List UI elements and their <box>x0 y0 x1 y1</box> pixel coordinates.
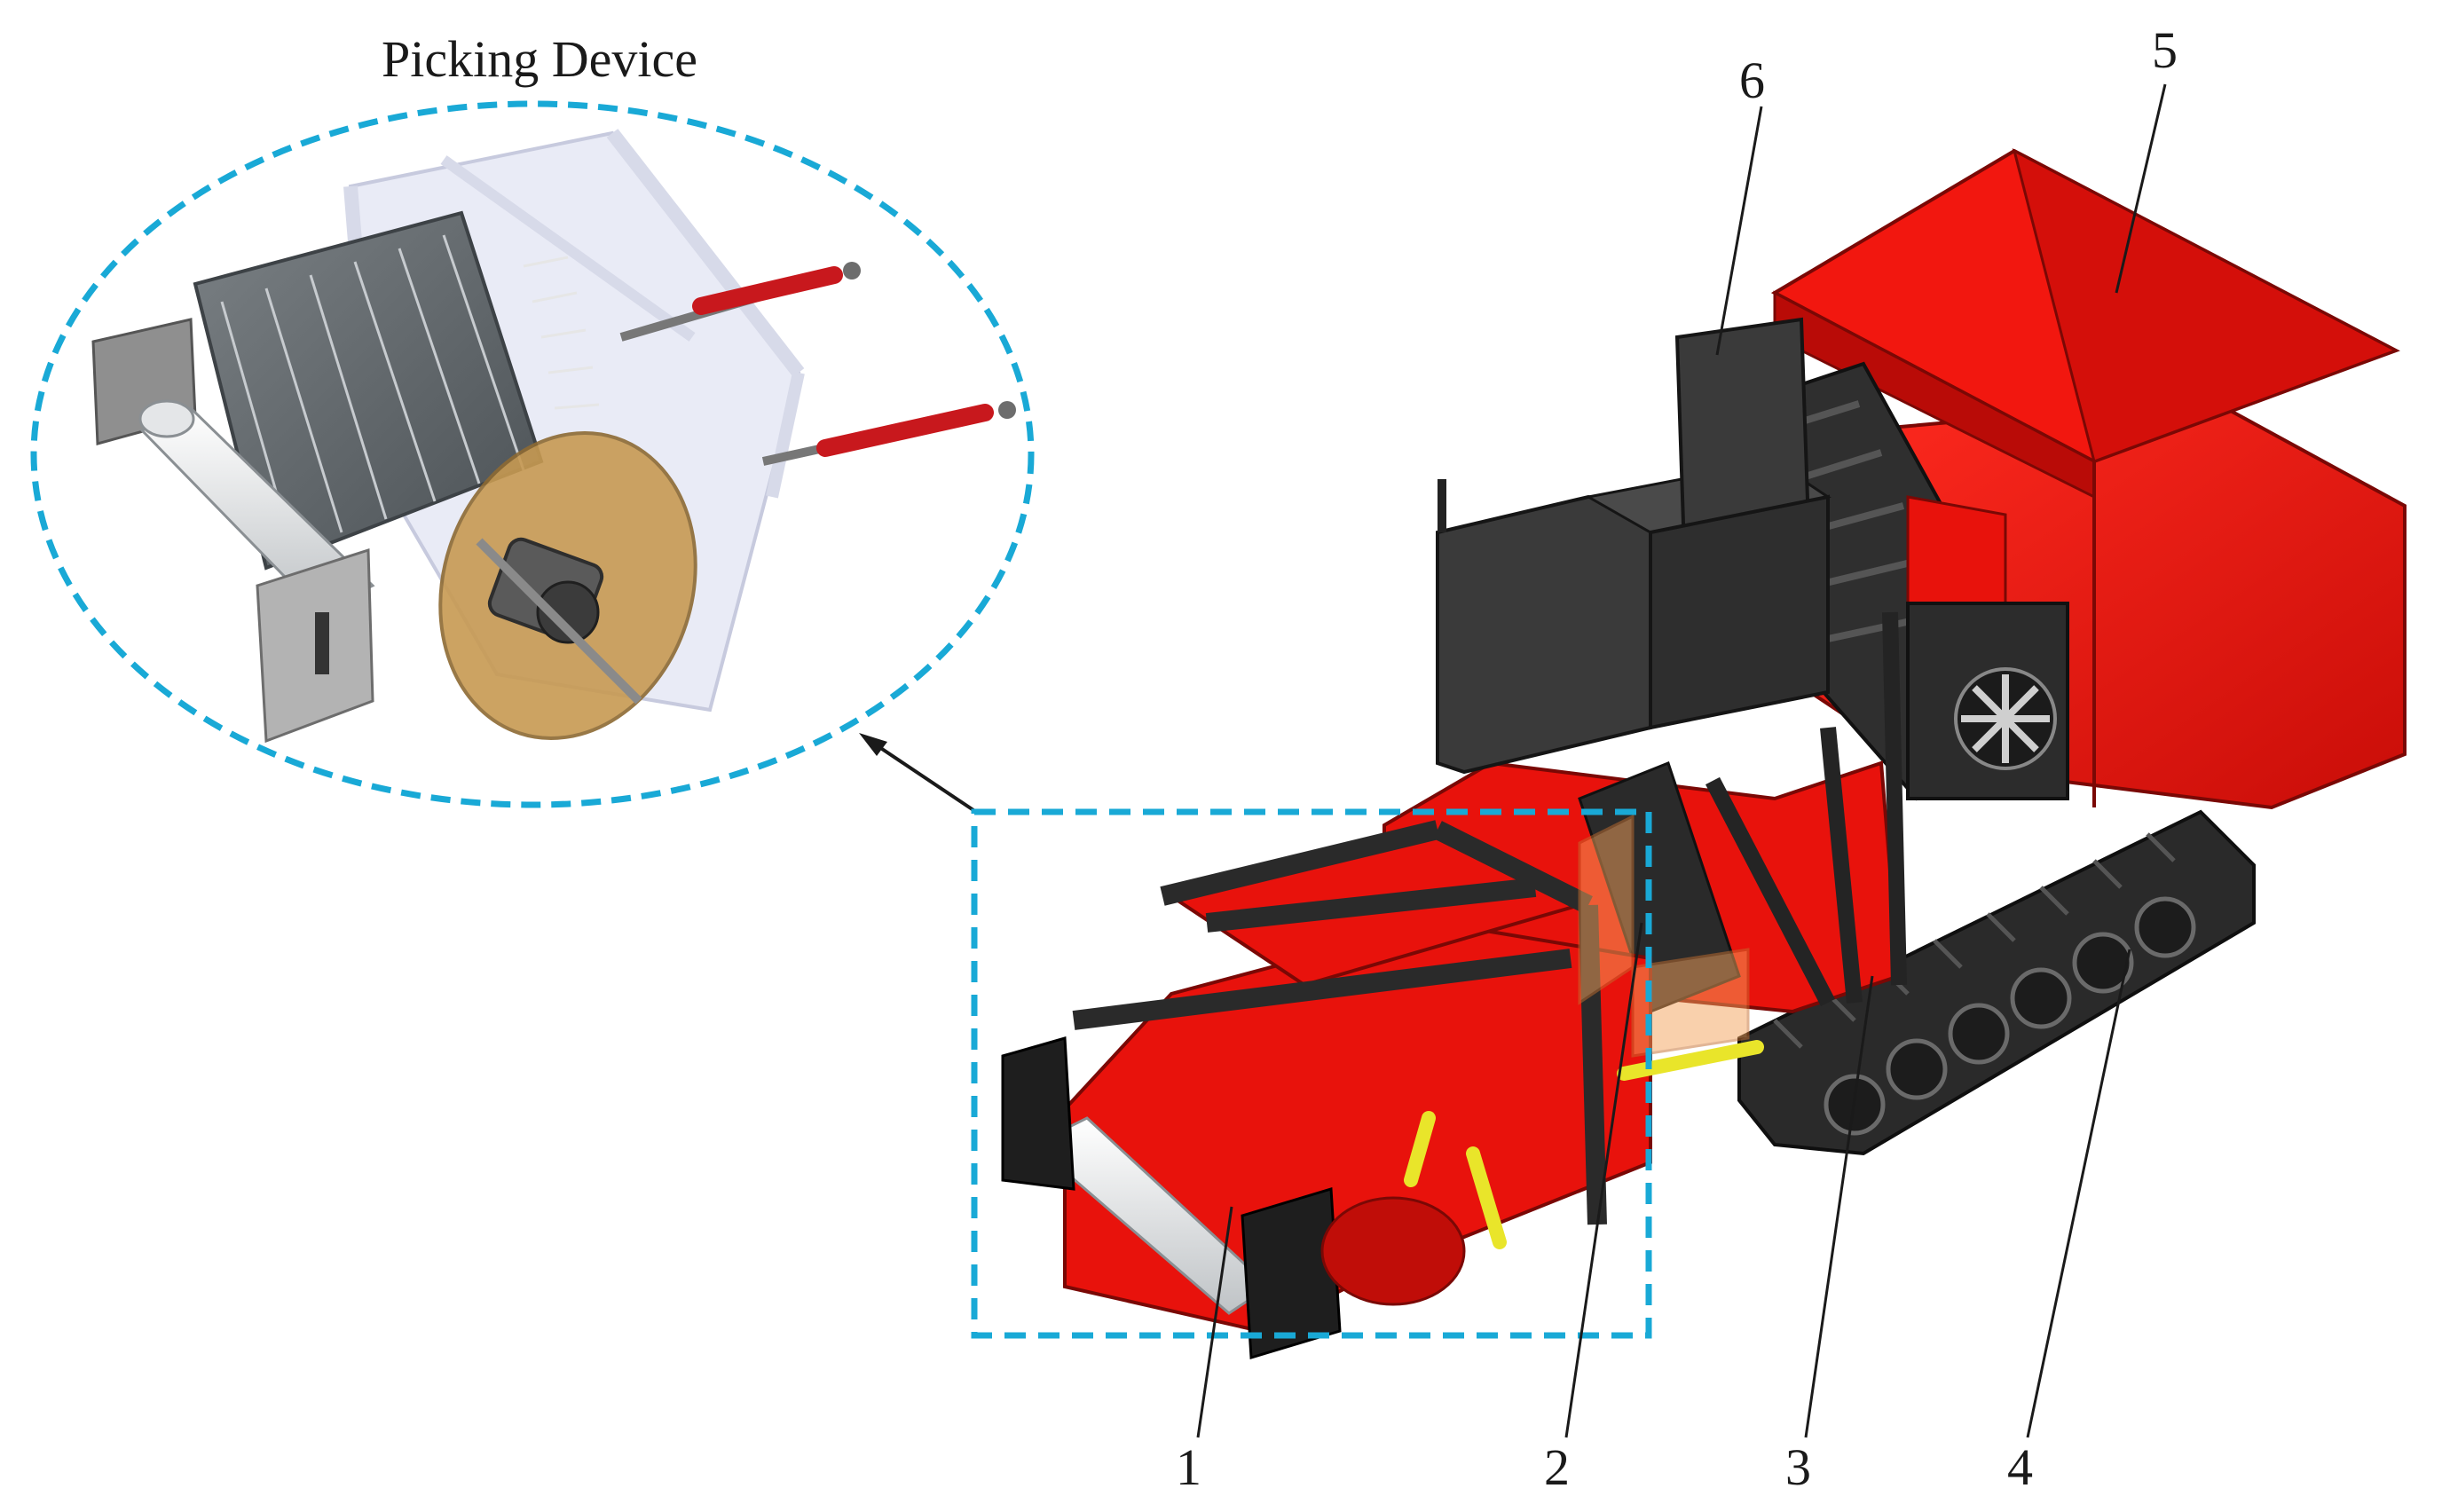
part-label-4: 4 <box>2007 1438 2033 1496</box>
frame-legs <box>1705 611 1907 1007</box>
picking-device-inset <box>30 100 1035 808</box>
left-end-plate <box>1001 1036 1075 1191</box>
leader-2 <box>1564 922 1643 1438</box>
leader-lines <box>1196 83 2167 1438</box>
leader-6 <box>1715 106 1763 356</box>
fan-icon <box>1961 674 2050 763</box>
part-label-2: 2 <box>1544 1438 1570 1496</box>
engine <box>1906 602 2069 800</box>
zoom-arrow <box>859 733 978 814</box>
inset-motor <box>476 537 642 705</box>
part-label-5: 5 <box>2152 21 2178 79</box>
leader-1 <box>1196 1206 1233 1438</box>
leader-3 <box>1804 975 1874 1438</box>
part-label-1: 1 <box>1176 1438 1201 1496</box>
connector-frame <box>1578 814 1750 1058</box>
inset-roller <box>138 399 375 614</box>
right-end-plate <box>1241 1187 1342 1359</box>
leader-5 <box>2115 83 2167 294</box>
leader-4 <box>2026 949 2131 1438</box>
crawler-track <box>1737 809 2256 1156</box>
part-label-3: 3 <box>1785 1438 1811 1496</box>
inset-title: Picking Device <box>382 30 697 88</box>
inset-dashed-ellipse <box>30 100 1035 808</box>
part-label-6: 6 <box>1739 51 1765 109</box>
inset-hydraulic-cylinders <box>619 262 1016 466</box>
drive-disc <box>1320 1196 1466 1306</box>
inset-plate-slot <box>315 612 329 674</box>
picking-device-highlight-box <box>971 808 1652 1339</box>
operator-seat <box>1436 317 1832 775</box>
